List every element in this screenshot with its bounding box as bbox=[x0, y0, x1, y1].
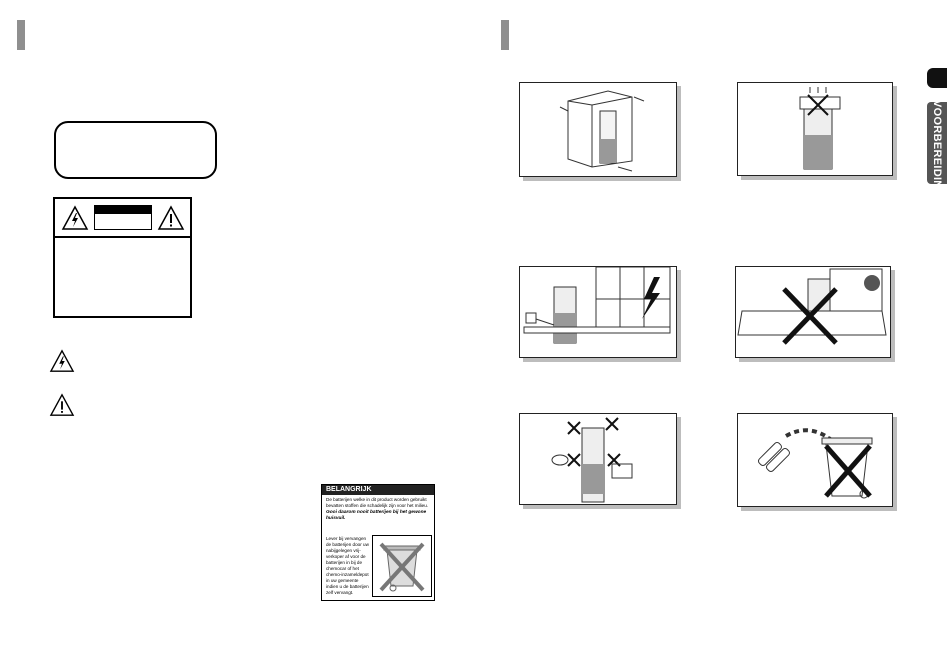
speaker-cabinet-illustration bbox=[559, 90, 645, 172]
battery-disposal-illustration bbox=[758, 428, 873, 499]
left-header-bar bbox=[17, 20, 25, 50]
notice-heading: BELANGRIJK bbox=[322, 485, 434, 495]
illustration-nothing-on-top bbox=[737, 82, 893, 176]
crossed-bin-illustration bbox=[372, 535, 432, 597]
device-with-object-crossed-illustration bbox=[799, 87, 841, 170]
exclamation-warning-icon bbox=[157, 205, 185, 230]
illustration-no-magnets-heat bbox=[519, 413, 677, 505]
sunlight-crossed-illustration bbox=[737, 268, 887, 345]
illustration-unplug-in-storm bbox=[519, 266, 677, 358]
lightning-warning-icon bbox=[49, 349, 75, 372]
right-header-bar bbox=[501, 20, 509, 50]
storm-unplug-illustration bbox=[523, 267, 671, 344]
exclamation-warning-icon bbox=[49, 393, 75, 416]
battery-notice: BELANGRIJK De batterijen welke in dit pr… bbox=[321, 484, 435, 601]
caution-divider bbox=[55, 236, 190, 238]
section-tab[interactable]: VOORBEREIDING bbox=[927, 100, 947, 198]
section-tab-label: VOORBEREIDING bbox=[931, 100, 943, 198]
interference-sources-illustration bbox=[551, 417, 633, 503]
notice-warning: Gooi daarom nooit batterijen bij het gew… bbox=[326, 510, 427, 521]
caution-box bbox=[53, 197, 192, 318]
notice-intro: De batterijen welke in dit product worde… bbox=[326, 497, 429, 508]
illustration-ventilation-clearance bbox=[519, 82, 677, 177]
lightning-warning-icon bbox=[61, 205, 89, 230]
side-page-marker bbox=[927, 68, 947, 88]
crossed-bin-icon bbox=[379, 542, 425, 592]
notice-instruction: Lever bij vervangen de batterijen door u… bbox=[326, 536, 369, 595]
illustration-no-direct-sunlight bbox=[735, 266, 891, 358]
caution-label bbox=[94, 205, 152, 230]
rounded-notice-box bbox=[54, 121, 217, 179]
illustration-battery-disposal bbox=[737, 413, 893, 507]
